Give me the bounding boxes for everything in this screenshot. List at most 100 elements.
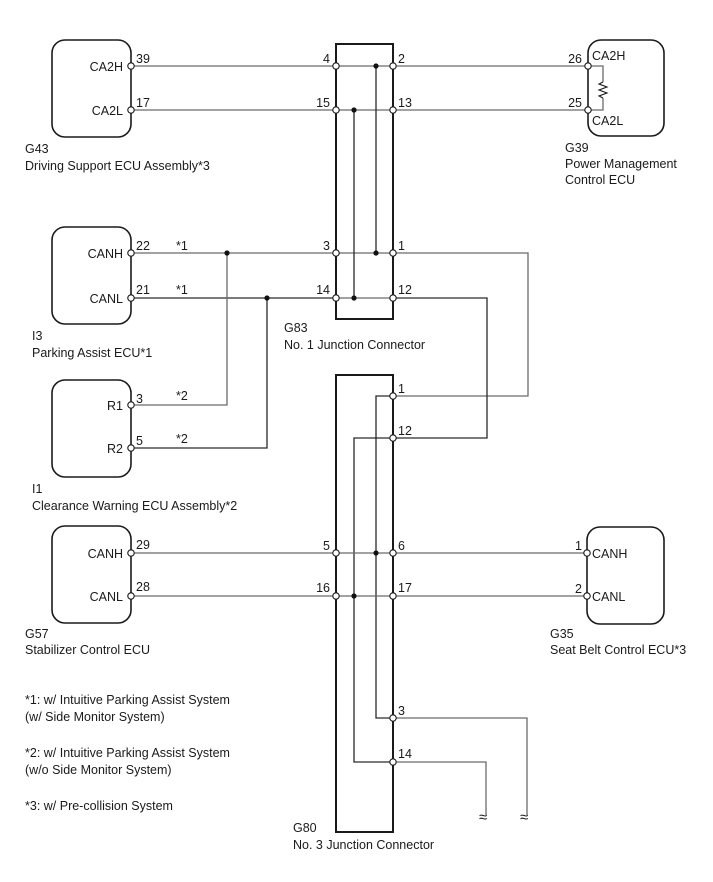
pin-number: 22: [136, 239, 150, 253]
pin-number: 1: [398, 382, 405, 396]
junction-name: No. 3 Junction Connector: [293, 838, 434, 852]
pin-number: 17: [136, 96, 150, 110]
pin-number: 12: [398, 424, 412, 438]
terminal: [332, 294, 340, 302]
pin-label: CA2H: [592, 49, 625, 63]
pin-label: R1: [107, 399, 123, 413]
pin-number: 28: [136, 580, 150, 594]
pin-label: CANH: [592, 547, 627, 561]
component-name: Seat Belt Control ECU*3: [550, 643, 686, 657]
terminal: [389, 714, 397, 722]
pin-number: 6: [398, 539, 405, 553]
component-name: Clearance Warning ECU Assembly*2: [32, 499, 237, 513]
pin-number: 26: [568, 52, 582, 66]
footnote-2-line2: (w/o Side Monitor System): [25, 763, 172, 777]
terminal: [127, 106, 135, 114]
terminal: [127, 62, 135, 70]
terminal: [389, 434, 397, 442]
pin-number: 16: [316, 581, 330, 595]
pin-number: 25: [568, 96, 582, 110]
splice-dot: [351, 593, 357, 599]
pin-number: 17: [398, 581, 412, 595]
pin-label: CANH: [88, 547, 123, 561]
pin-number: 3: [398, 704, 405, 718]
wire-g39-res-bot: [588, 98, 604, 111]
pin-label: CA2L: [592, 114, 623, 128]
pin-number: 29: [136, 538, 150, 552]
splice-dot: [264, 295, 270, 301]
terminal: [389, 592, 397, 600]
component-name: Driving Support ECU Assembly*3: [25, 159, 210, 173]
component-name: Power Management: [565, 157, 677, 171]
splice-dot: [224, 250, 230, 256]
terminal: [583, 592, 591, 600]
wire-note: *1: [176, 283, 188, 297]
terminal: [389, 294, 397, 302]
splice-dot: [373, 63, 379, 69]
terminal: [332, 62, 340, 70]
pin-label: CA2L: [92, 104, 123, 118]
pin-number: 13: [398, 96, 412, 110]
component-code: I1: [32, 482, 42, 496]
wires: [131, 65, 604, 815]
ecu-g43-box: [51, 39, 132, 138]
wire-note: *2: [176, 389, 188, 403]
terminal: [584, 62, 592, 70]
terminal: [127, 401, 135, 409]
terminating-resistor-icon: [597, 81, 609, 99]
component-code: G39: [565, 141, 589, 155]
footnote-1-line1: *1: w/ Intuitive Parking Assist System: [25, 693, 230, 707]
continuation-icon: ≈: [520, 809, 528, 826]
footnote-1-line2: (w/ Side Monitor System): [25, 710, 165, 724]
component-name: Stabilizer Control ECU: [25, 643, 150, 657]
splice-dot: [351, 107, 357, 113]
junction-g80-box: [335, 374, 394, 833]
pin-label: CANL: [90, 590, 123, 604]
junction-code: G80: [293, 821, 317, 835]
component-code: G43: [25, 142, 49, 156]
pin-number: 2: [575, 582, 582, 596]
terminal: [583, 549, 591, 557]
pin-number: 21: [136, 283, 150, 297]
ecu-g35-box: [586, 526, 665, 625]
pin-label: CANH: [88, 247, 123, 261]
terminal: [127, 249, 135, 257]
pin-label: CANL: [90, 292, 123, 306]
junction-code: G83: [284, 321, 308, 335]
wire-g80-bus-low: [353, 437, 393, 763]
wire-g80-bus-high: [375, 395, 393, 719]
component-code: G35: [550, 627, 574, 641]
wire-g80-3-continue: [393, 717, 528, 815]
terminal: [332, 106, 340, 114]
splice-dot: [373, 550, 379, 556]
terminal: [389, 758, 397, 766]
terminal: [584, 106, 592, 114]
terminal: [127, 294, 135, 302]
pin-number: 1: [575, 539, 582, 553]
terminal: [332, 549, 340, 557]
wire-g83-1-to-g80-1: [393, 252, 529, 397]
splice-points: [224, 63, 379, 599]
splice-dot: [373, 250, 379, 256]
junction-name: No. 1 Junction Connector: [284, 338, 425, 352]
pin-label: CA2H: [90, 60, 123, 74]
pin-number: 5: [136, 434, 143, 448]
terminal: [127, 444, 135, 452]
terminal: [389, 549, 397, 557]
pin-number: 5: [323, 539, 330, 553]
component-name: Parking Assist ECU*1: [32, 346, 152, 360]
ecu-g39-box: [587, 39, 665, 137]
wire-g80-14-continue: [393, 761, 487, 815]
ecu-i3-box: [51, 226, 132, 325]
wire-g83-12-to-g80-12: [393, 297, 488, 439]
pin-number: 3: [136, 392, 143, 406]
component-code: I3: [32, 329, 42, 343]
terminal: [332, 592, 340, 600]
terminal: [127, 549, 135, 557]
footnotes: *1: w/ Intuitive Parking Assist System (…: [25, 693, 230, 813]
pin-label: CANL: [592, 590, 625, 604]
junction-g83-box: [335, 43, 394, 320]
pin-number: 4: [323, 52, 330, 66]
pin-number: 12: [398, 283, 412, 297]
